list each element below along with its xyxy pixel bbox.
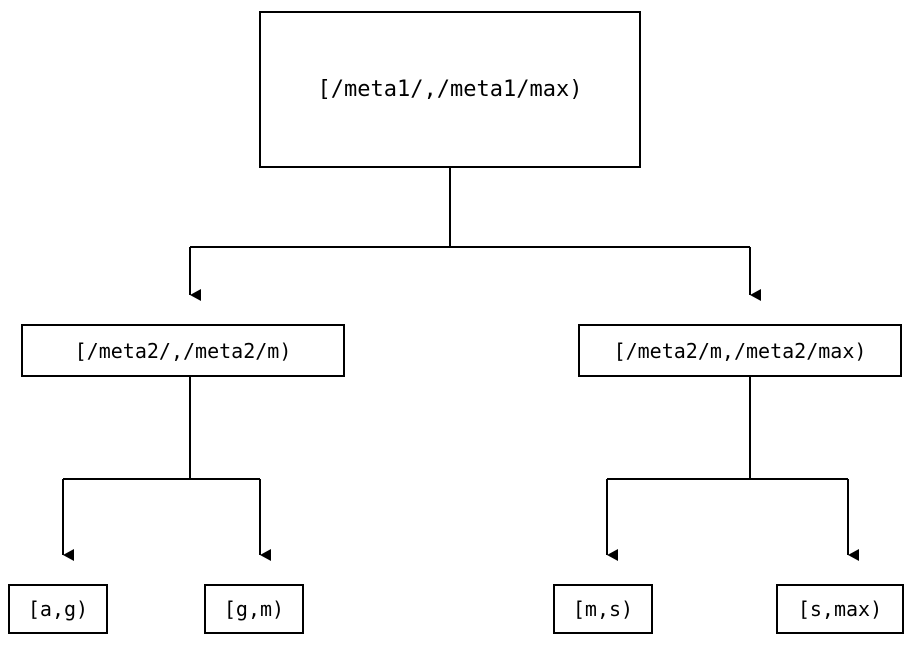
node-leaf-a-g-label: [a,g): [27, 597, 89, 621]
node-leaf-g-m[interactable]: [g,m): [204, 584, 304, 634]
node-leaf-m-s[interactable]: [m,s): [553, 584, 653, 634]
node-leaf-g-m-label: [g,m): [223, 597, 285, 621]
node-leaf-m-s-label: [m,s): [572, 597, 634, 621]
node-leaf-s-max[interactable]: [s,max): [776, 584, 904, 634]
node-root[interactable]: [/meta1/,/meta1/max): [259, 11, 641, 168]
edge-mid-left-to-leaves: [62, 377, 271, 561]
node-leaf-s-max-label: [s,max): [797, 597, 883, 621]
node-mid-left[interactable]: [/meta2/,/meta2/m): [21, 324, 345, 377]
edge-root-to-mid-level: [189, 168, 761, 301]
node-mid-right[interactable]: [/meta2/m,/meta2/max): [578, 324, 902, 377]
node-mid-left-label: [/meta2/,/meta2/m): [74, 338, 292, 363]
edge-mid-right-to-leaves: [606, 377, 859, 561]
node-root-label: [/meta1/,/meta1/max): [317, 76, 583, 102]
node-mid-right-label: [/meta2/m,/meta2/max): [613, 338, 867, 363]
node-leaf-a-g[interactable]: [a,g): [8, 584, 108, 634]
